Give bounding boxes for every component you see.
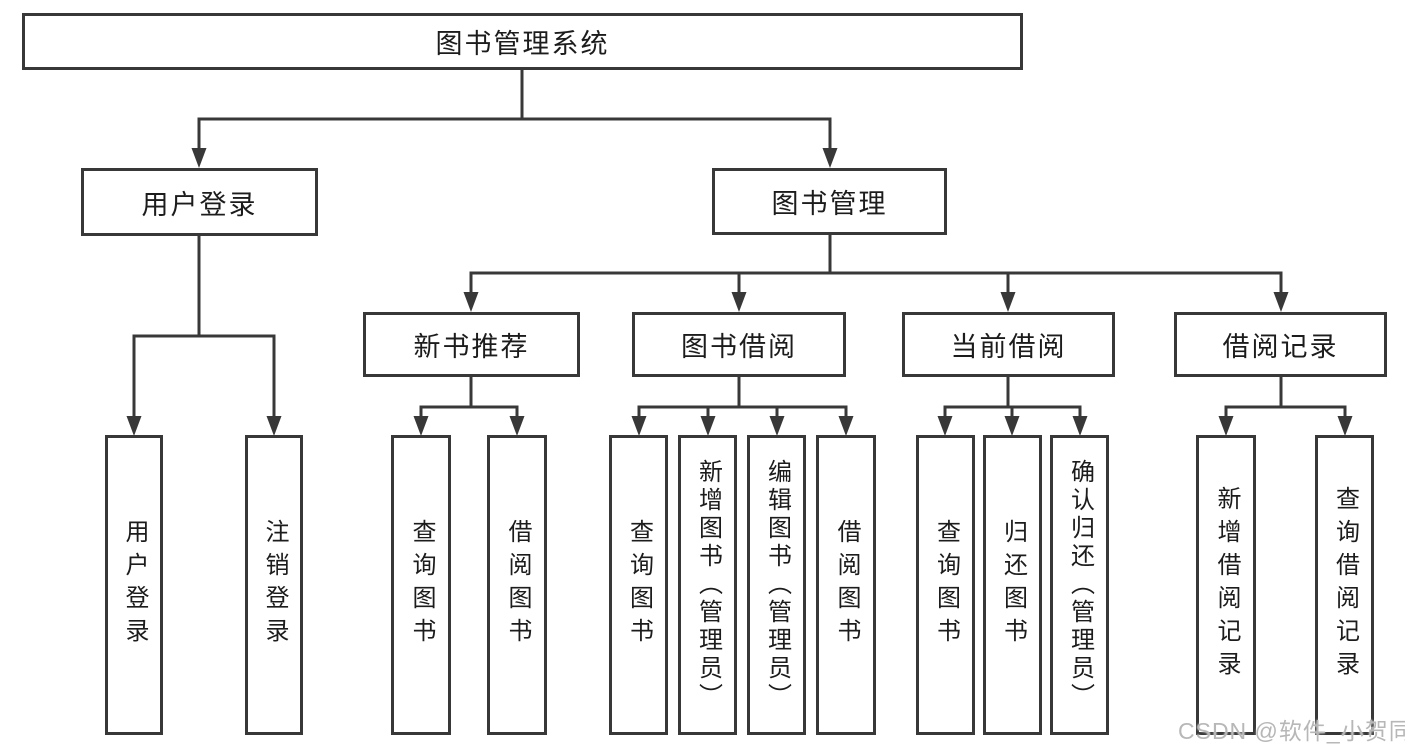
node-root-system: 图书管理系统 [22, 13, 1023, 70]
leaf-return-books-label: 归还图书 [999, 519, 1027, 651]
leaf-query-books-recommend-label: 查询图书 [408, 519, 435, 651]
node-borrow-record-label: 借阅记录 [1222, 332, 1339, 362]
node-new-book-recommend-label: 新书推荐 [413, 332, 530, 362]
leaf-query-books-current-label: 查询图书 [932, 519, 960, 651]
leaf-logout-login-label: 注销登录 [261, 519, 288, 651]
node-book-management-label: 图书管理 [771, 189, 888, 219]
leaf-logout-login: 注销登录 [245, 435, 303, 735]
leaf-query-borrow-record: 查询借阅记录 [1315, 435, 1374, 735]
node-book-borrow-label: 图书借阅 [681, 332, 797, 362]
leaf-add-books-admin-label: 新增图书（管理员） [694, 459, 722, 711]
node-current-borrow: 当前借阅 [902, 312, 1115, 377]
leaf-query-books-recommend: 查询图书 [391, 435, 451, 735]
watermark: CSDN @软件_小贺同学 [1178, 718, 1405, 744]
node-book-management: 图书管理 [712, 168, 947, 235]
leaf-borrow-books-label: 借阅图书 [833, 519, 860, 651]
leaf-borrow-books-recommend: 借阅图书 [487, 435, 547, 735]
leaf-query-books-current: 查询图书 [916, 435, 975, 735]
leaf-query-books-borrow: 查询图书 [609, 435, 668, 735]
leaf-user-login: 用户登录 [105, 435, 163, 735]
node-current-borrow-label: 当前借阅 [950, 332, 1067, 362]
leaf-add-borrow-record: 新增借阅记录 [1196, 435, 1256, 735]
leaf-borrow-books-recommend-label: 借阅图书 [504, 519, 531, 651]
leaf-add-books-admin: 新增图书（管理员） [678, 435, 737, 735]
leaf-return-books: 归还图书 [983, 435, 1042, 735]
node-user-login-label: 用户登录 [141, 189, 258, 220]
leaf-confirm-return-admin-label: 确认归还（管理员） [1066, 459, 1094, 711]
leaf-query-borrow-record-label: 查询借阅记录 [1331, 486, 1359, 684]
node-borrow-record: 借阅记录 [1174, 312, 1387, 377]
leaf-add-borrow-record-label: 新增借阅记录 [1213, 486, 1240, 684]
node-book-borrow: 图书借阅 [632, 312, 846, 377]
leaf-edit-books-admin: 编辑图书（管理员） [747, 435, 806, 735]
leaf-borrow-books: 借阅图书 [816, 435, 876, 735]
node-new-book-recommend: 新书推荐 [363, 312, 580, 377]
node-root-system-label: 图书管理系统 [435, 29, 610, 59]
leaf-user-login-label: 用户登录 [121, 519, 148, 651]
leaf-query-books-borrow-label: 查询图书 [625, 519, 653, 651]
leaf-confirm-return-admin: 确认归还（管理员） [1050, 435, 1109, 735]
node-user-login: 用户登录 [81, 168, 318, 236]
leaf-edit-books-admin-label: 编辑图书（管理员） [763, 459, 791, 711]
